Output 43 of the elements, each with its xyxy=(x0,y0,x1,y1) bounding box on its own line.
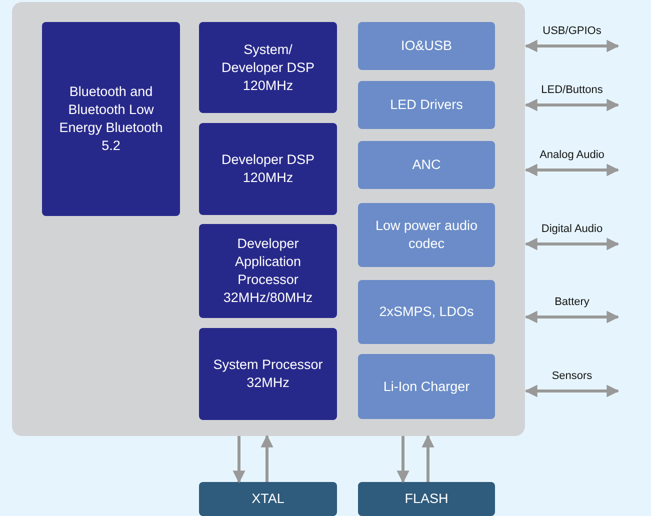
edge-label: USB/GPIOs xyxy=(540,25,604,37)
arrow xyxy=(260,434,274,482)
arrow xyxy=(422,434,434,482)
arrow xyxy=(524,98,620,112)
peripheral-block xyxy=(358,280,495,344)
peripheral-block xyxy=(358,22,495,70)
arrow xyxy=(232,436,246,484)
peripheral-block xyxy=(358,203,495,267)
block-label: Developer DSP 120MHz xyxy=(220,151,316,187)
block-label: Li-Ion Charger xyxy=(383,378,470,396)
external-block xyxy=(358,482,495,516)
block-label: System Processor 32MHz xyxy=(212,356,324,392)
edge-label: LED/Buttons xyxy=(539,84,605,96)
arrow xyxy=(524,310,620,324)
processor-block xyxy=(199,123,337,215)
processor-block xyxy=(42,22,180,216)
peripheral-block xyxy=(358,141,495,189)
block-label: Bluetooth and Bluetooth Low Energy Bluetooth 5.2 xyxy=(58,83,164,155)
arrow xyxy=(396,436,410,484)
processor-block xyxy=(199,328,337,420)
block-label: IO&USB xyxy=(400,37,452,55)
edge-label: Digital Audio xyxy=(539,223,605,235)
block-label: ANC xyxy=(412,156,441,174)
chip-outline xyxy=(12,2,525,436)
block-label: FLASH xyxy=(404,490,448,508)
external-block xyxy=(199,482,337,516)
arrow xyxy=(524,40,620,52)
peripheral-block xyxy=(358,81,495,129)
block-label: 2xSMPS, LDOs xyxy=(379,303,474,321)
arrow xyxy=(524,164,620,176)
block-label: System/ Developer DSP 120MHz xyxy=(220,40,316,94)
processor-block xyxy=(199,224,337,318)
edge-label: Battery xyxy=(552,296,592,308)
arrow xyxy=(524,238,620,250)
block-label: Developer Application Processor 32MHz/80MHz xyxy=(222,235,314,307)
block-label: XTAL xyxy=(252,490,284,508)
arrow xyxy=(524,384,620,398)
block-label: LED Drivers xyxy=(390,96,463,114)
edge-label: Analog Audio xyxy=(538,149,606,161)
block-label: Low power audio codec xyxy=(374,217,479,253)
peripheral-block xyxy=(358,354,495,419)
processor-block xyxy=(199,22,337,113)
edge-label: Sensors xyxy=(550,370,594,382)
